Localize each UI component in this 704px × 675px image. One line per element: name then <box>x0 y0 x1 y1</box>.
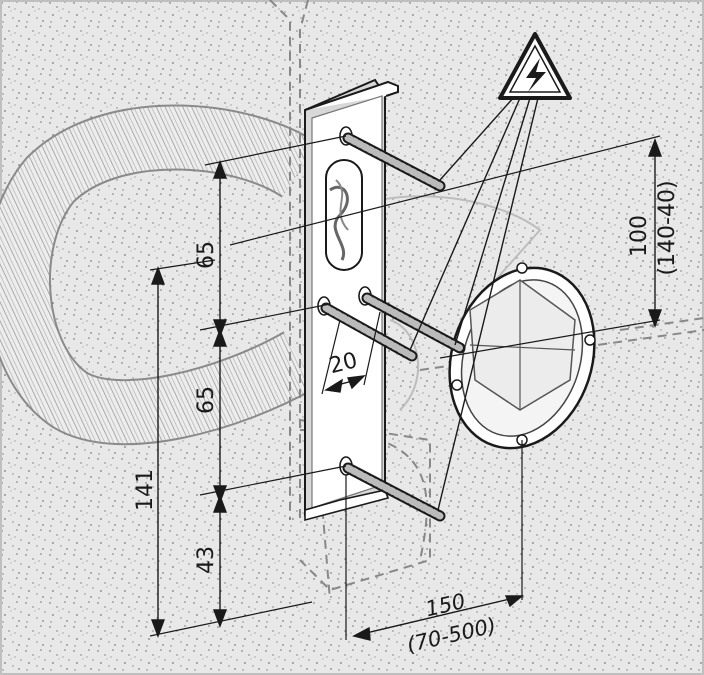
box-ghost-outline <box>379 195 542 411</box>
screw-bottom <box>342 462 446 522</box>
dimension-lines <box>150 138 663 641</box>
dimension-total-height: 141 <box>133 469 158 511</box>
high-voltage-warning-icon <box>498 32 572 100</box>
drill-screws <box>320 132 466 522</box>
screw-middle-left <box>320 302 418 362</box>
screw-middle-right <box>361 292 466 354</box>
dimension-box-offset-height: 100 <box>627 215 652 257</box>
dimension-box-offset-height-range: (140-40) <box>655 180 680 275</box>
screw-top <box>342 132 446 192</box>
dimension-hole-spacing-lower: 65 <box>194 386 219 414</box>
warning-leaders <box>409 95 539 511</box>
dimension-bottom-offset: 43 <box>194 546 219 574</box>
dimension-hole-spacing-upper: 65 <box>194 241 219 269</box>
corrugated-hose <box>0 104 319 446</box>
